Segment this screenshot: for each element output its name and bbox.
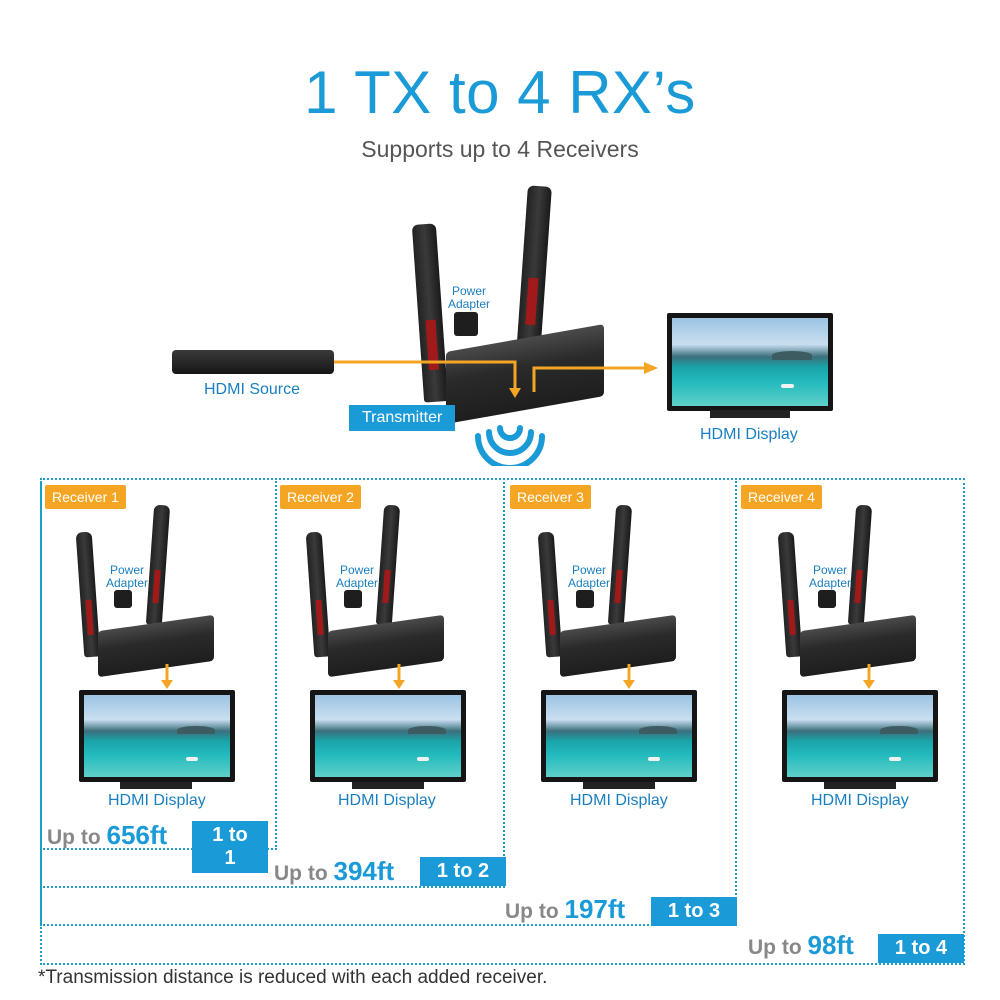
down-arrow-icon xyxy=(622,664,636,690)
tv-stand xyxy=(710,410,790,418)
power-adapter-label: Power Adapter xyxy=(803,564,857,590)
hdmi-display-tv xyxy=(782,690,938,782)
distance-value: 656ft xyxy=(107,820,168,850)
power-adapter-label: Power Adapter xyxy=(562,564,616,590)
distance-label-4: Up to 98ft xyxy=(748,930,854,961)
hdmi-display-tv xyxy=(667,313,833,411)
distance-prefix: Up to xyxy=(748,936,802,959)
receiver-tag: Receiver 4 xyxy=(741,485,822,509)
tv-stand xyxy=(352,782,424,789)
hdmi-display-label: HDMI Display xyxy=(700,426,798,444)
power-adapter-label: Power Adapter xyxy=(330,564,384,590)
hdmi-display-label: HDMI Display xyxy=(108,792,206,810)
distance-value: 394ft xyxy=(334,856,395,886)
receiver-tag: Receiver 3 xyxy=(510,485,591,509)
down-arrow-icon xyxy=(392,664,406,690)
power-adapter-icon xyxy=(344,590,362,608)
distance-prefix: Up to xyxy=(47,826,101,849)
down-arrow-icon xyxy=(862,664,876,690)
ratio-badge-3: 1 to 3 xyxy=(651,897,737,926)
distance-prefix: Up to xyxy=(274,862,328,885)
down-arrow-icon xyxy=(160,664,174,690)
power-adapter-icon xyxy=(114,590,132,608)
distance-label-2: Up to 394ft xyxy=(274,856,394,887)
power-adapter-label: Power Adapter xyxy=(100,564,154,590)
receiver-tag: Receiver 2 xyxy=(280,485,361,509)
hdmi-display-tv xyxy=(310,690,466,782)
ratio-badge-2: 1 to 2 xyxy=(420,857,506,886)
hdmi-display-tv xyxy=(79,690,235,782)
tv-stand xyxy=(824,782,896,789)
hdmi-display-label: HDMI Display xyxy=(338,792,436,810)
tv-stand xyxy=(120,782,192,789)
distance-label-3: Up to 197ft xyxy=(505,894,625,925)
hdmi-display-label: HDMI Display xyxy=(811,792,909,810)
distance-value: 98ft xyxy=(808,930,854,960)
distance-value: 197ft xyxy=(565,894,626,924)
hdmi-display-label: HDMI Display xyxy=(570,792,668,810)
signal-arrows xyxy=(0,0,1000,460)
ratio-badge-1: 1 to 1 xyxy=(192,821,268,873)
tv-stand xyxy=(583,782,655,789)
receiver-tag: Receiver 1 xyxy=(45,485,126,509)
distance-label-1: Up to 656ft xyxy=(47,820,167,851)
ratio-badge-4: 1 to 4 xyxy=(878,934,964,963)
footnote: *Transmission distance is reduced with e… xyxy=(38,967,547,989)
power-adapter-icon xyxy=(818,590,836,608)
distance-prefix: Up to xyxy=(505,900,559,923)
power-adapter-icon xyxy=(576,590,594,608)
hdmi-display-tv xyxy=(541,690,697,782)
